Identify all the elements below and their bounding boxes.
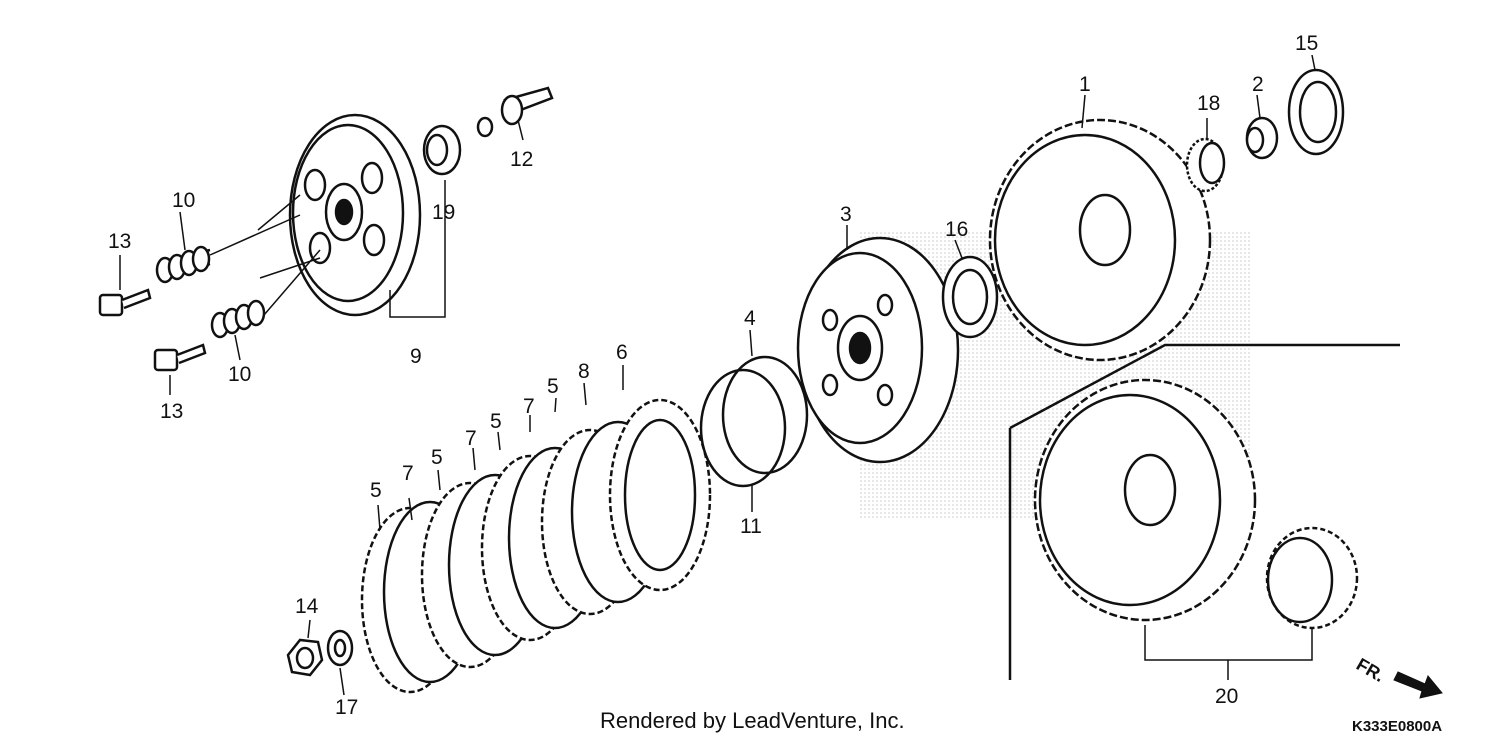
- ref-label-10b: 10: [228, 363, 251, 386]
- clutch-outer[interactable]: [988, 118, 1212, 362]
- diagram-code: K333E0800A: [1352, 718, 1443, 735]
- bearing[interactable]: [422, 124, 462, 176]
- primary-driven-gear[interactable]: [1265, 526, 1359, 630]
- ref-label-20: 20: [1215, 685, 1238, 708]
- reference-labels: 1 2 3 4 5 5 5 5 6 7 7 7 8 9 10 10 11 12 …: [108, 32, 1318, 719]
- ref-label-7c: 7: [523, 395, 535, 418]
- collar[interactable]: [1245, 116, 1279, 160]
- washer[interactable]: [326, 629, 354, 667]
- ref-label-5b: 5: [431, 446, 443, 469]
- ref-label-9: 9: [410, 345, 422, 368]
- ref-label-16: 16: [945, 218, 968, 241]
- lifter-rod[interactable]: [476, 86, 554, 138]
- pressure-plate[interactable]: [288, 113, 422, 317]
- ref-label-3: 3: [840, 203, 852, 226]
- bolt[interactable]: [98, 288, 152, 317]
- ref-label-7b: 7: [465, 427, 477, 450]
- needle-bearing[interactable]: [1185, 137, 1226, 193]
- ref-label-2: 2: [1252, 73, 1264, 96]
- ref-label-19: 19: [432, 201, 455, 224]
- ref-label-8: 8: [578, 360, 590, 383]
- ref-label-15: 15: [1295, 32, 1318, 55]
- clutch-outer-comp[interactable]: [1033, 378, 1257, 622]
- ref-label-14: 14: [295, 595, 319, 618]
- front-arrow-icon: [1393, 671, 1443, 699]
- ref-label-4: 4: [744, 307, 756, 330]
- washer[interactable]: [1287, 68, 1345, 156]
- ref-label-17: 17: [335, 696, 358, 719]
- bolt[interactable]: [153, 343, 207, 372]
- ref-label-18: 18: [1197, 92, 1220, 115]
- thrust-washer[interactable]: [941, 255, 999, 339]
- ref-label-13a: 13: [108, 230, 131, 253]
- leader-lines-right: [307, 54, 1316, 696]
- lock-nut[interactable]: [286, 638, 324, 677]
- ref-label-6: 6: [616, 341, 628, 364]
- clutch-center[interactable]: [796, 236, 960, 464]
- leader-lines: [119, 119, 524, 395]
- wire-ring[interactable]: [699, 355, 809, 488]
- section-separator: [1008, 343, 1400, 680]
- front-direction-label: FR.: [1353, 654, 1388, 686]
- ref-label-13b: 13: [160, 400, 183, 423]
- ref-label-5c: 5: [490, 410, 502, 433]
- front-direction-indicator: FR.: [1353, 654, 1443, 699]
- ref-label-11: 11: [740, 515, 762, 538]
- ref-label-1: 1: [1079, 73, 1091, 96]
- clutch-spring[interactable]: [155, 245, 211, 284]
- ref-label-5a: 5: [370, 479, 382, 502]
- ref-label-7a: 7: [402, 462, 414, 485]
- ref-label-10a: 10: [172, 189, 195, 212]
- ref-label-5d: 5: [547, 375, 559, 398]
- render-credit: Rendered by LeadVenture, Inc.: [600, 708, 905, 733]
- ref-label-12: 12: [510, 148, 533, 171]
- clutch-spring[interactable]: [210, 299, 266, 339]
- clutch-plate-stack[interactable]: [360, 398, 712, 694]
